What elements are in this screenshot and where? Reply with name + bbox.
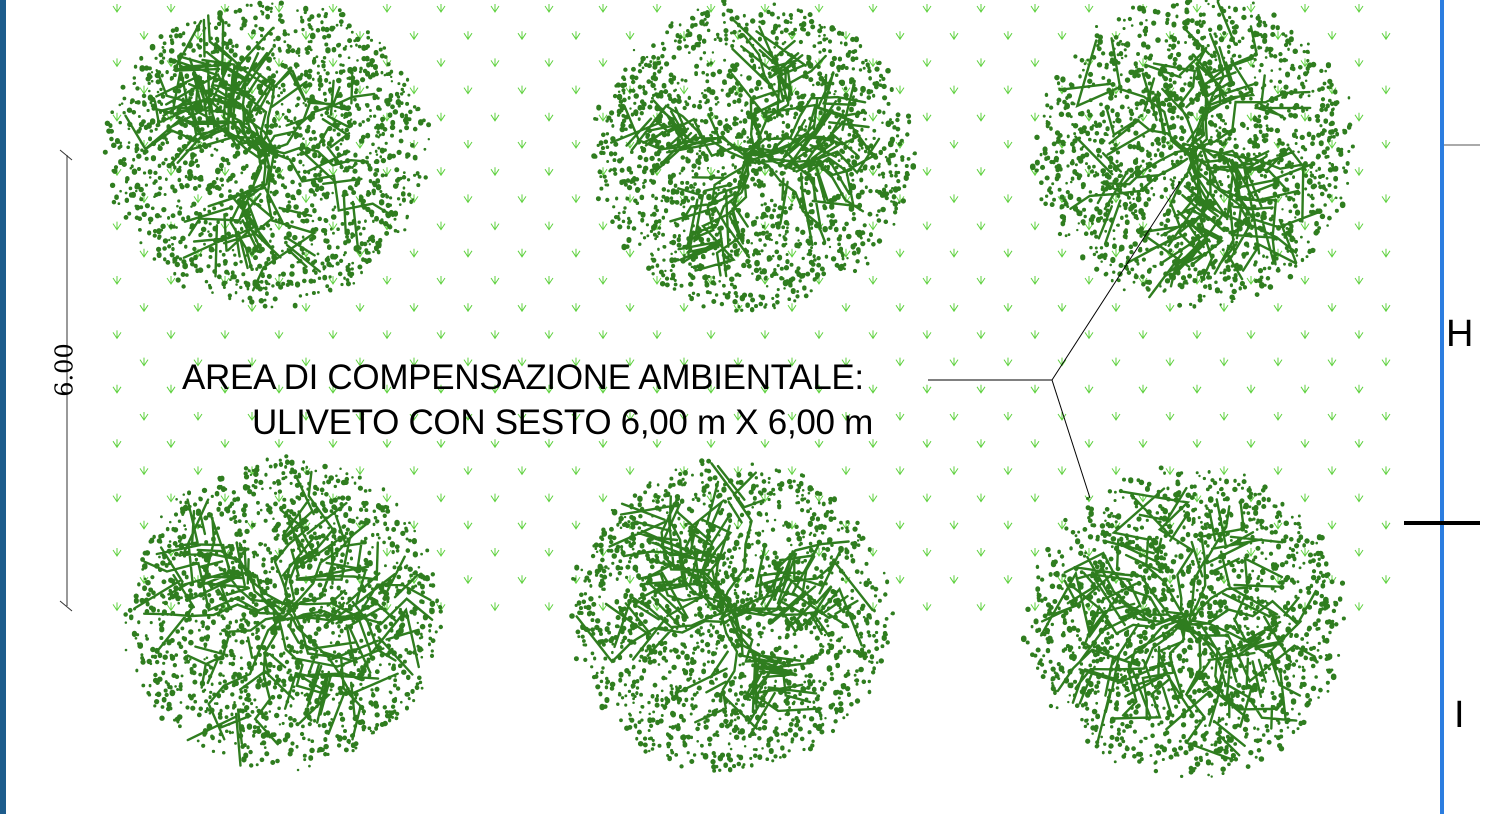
zone-label-h: H [1446,313,1474,355]
zone-border-line [1440,0,1444,814]
olive-trees-layer [102,0,1355,779]
olive-tree-icon [1029,0,1355,309]
leader-lines [928,181,1181,499]
olive-tree-icon [1020,465,1346,779]
olive-tree-icon [569,458,895,773]
dimension-line [59,149,73,612]
dimension-value: 6.00 [50,343,79,397]
area-label-line-2: ULIVETO CON SESTO 6,00 m X 6,00 m [252,403,873,442]
olive-tree-icon [591,0,917,313]
left-edge-strip [0,0,6,814]
zone-label-i: I [1454,694,1465,736]
olive-tree-icon [102,0,432,309]
olive-tree-icon [123,454,444,772]
area-label-line-1: AREA DI COMPENSAZIONE AMBIENTALE: [182,358,864,397]
